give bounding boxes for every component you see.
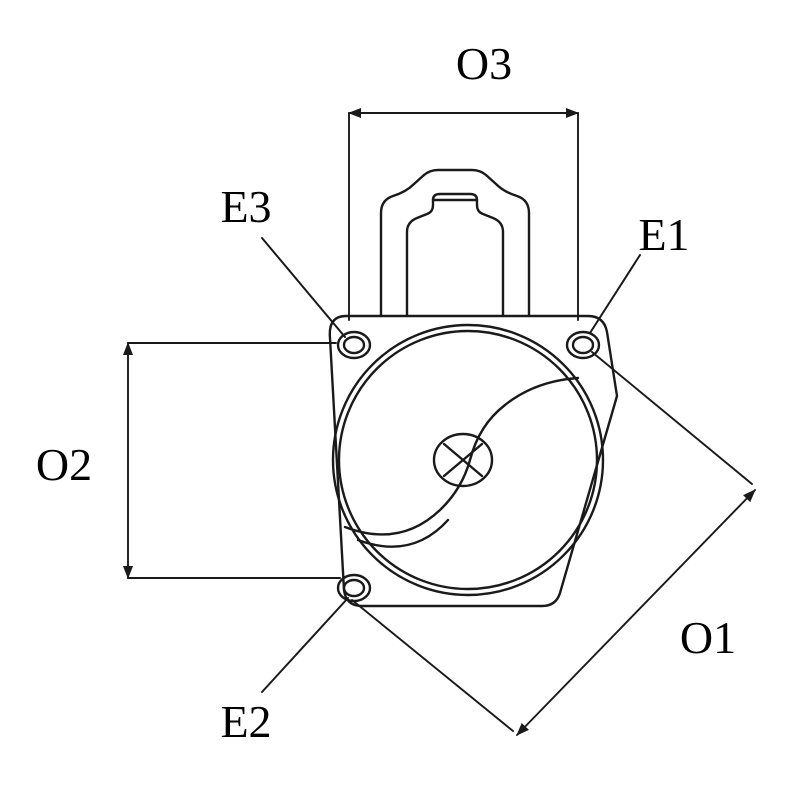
- top-bracket-outline: [379, 168, 531, 318]
- bolt-hole-upper-right: [565, 330, 601, 360]
- dimension-label-o1: O1: [680, 612, 736, 663]
- callout-leader-e1: [589, 254, 641, 334]
- dimension-label-o2: O2: [36, 439, 92, 490]
- dimension-o1: [351, 351, 756, 736]
- bolt-hole-lower-left: [336, 573, 372, 603]
- housing-circle: [331, 323, 605, 597]
- bolt-hole-upper-left: [336, 330, 372, 360]
- center-shaft: [432, 432, 494, 488]
- callout-leader-e3: [261, 237, 346, 338]
- dimension-o3: [348, 108, 579, 321]
- dimension-label-o3: O3: [456, 38, 512, 89]
- internal-contour: [343, 376, 580, 548]
- dimension-o2: [123, 342, 341, 579]
- mounting-flange-outline: [328, 314, 619, 608]
- callout-label-e3: E3: [220, 181, 271, 232]
- callout-label-e1: E1: [638, 209, 689, 260]
- callout-label-e2: E2: [220, 696, 271, 747]
- callout-leader-e2: [261, 597, 349, 693]
